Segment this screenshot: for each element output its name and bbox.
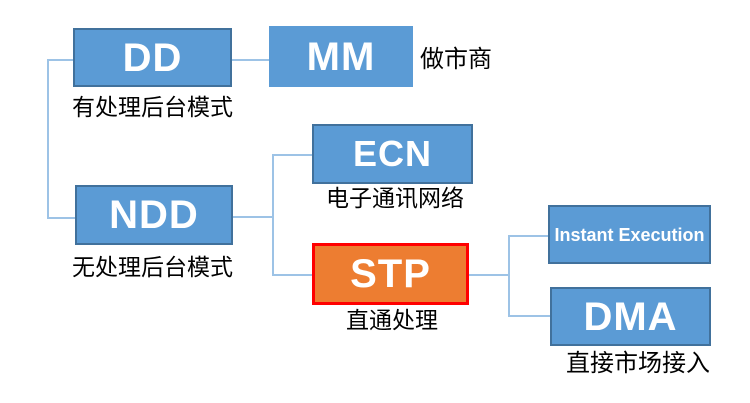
connector-left-vertical [47,59,49,219]
node-dma-label: DMA [583,294,678,339]
connector-stp-to-branch [469,274,510,276]
connector-left-to-ndd [47,217,75,219]
node-mm: MM [269,26,413,87]
connector-mid-vertical [272,154,274,276]
caption-ecn: 电子通讯网络 [326,185,464,211]
node-instant-execution-label: Instant Execution [554,224,705,245]
caption-stp: 直通处理 [346,307,438,333]
node-dma: DMA [550,287,711,346]
node-stp: STP [312,243,469,305]
node-mm-label: MM [306,34,376,79]
node-ecn: ECN [312,124,473,184]
node-stp-label: STP [350,252,431,296]
caption-ndd: 无处理后台模式 [72,254,233,280]
connector-branch-to-dma [508,315,551,317]
caption-mm: 做市商 [420,46,492,73]
connector-branch-to-stp [272,274,312,276]
node-dd-label: DD [122,35,183,80]
connector-branch-to-ecn [272,154,312,156]
node-ndd: NDD [75,185,233,245]
node-ecn-label: ECN [352,133,432,174]
node-ndd-label: NDD [109,193,199,237]
caption-dd: 有处理后台模式 [72,94,233,120]
connector-branch-to-instant [508,235,548,237]
node-instant-execution: Instant Execution [548,205,711,264]
node-dd: DD [73,28,232,87]
connector-ndd-to-branch [233,216,274,218]
caption-dma: 直接市场接入 [566,350,710,377]
connector-left-to-dd [47,59,73,61]
connector-dd-to-mm [232,59,269,61]
connector-right-vertical [508,235,510,317]
